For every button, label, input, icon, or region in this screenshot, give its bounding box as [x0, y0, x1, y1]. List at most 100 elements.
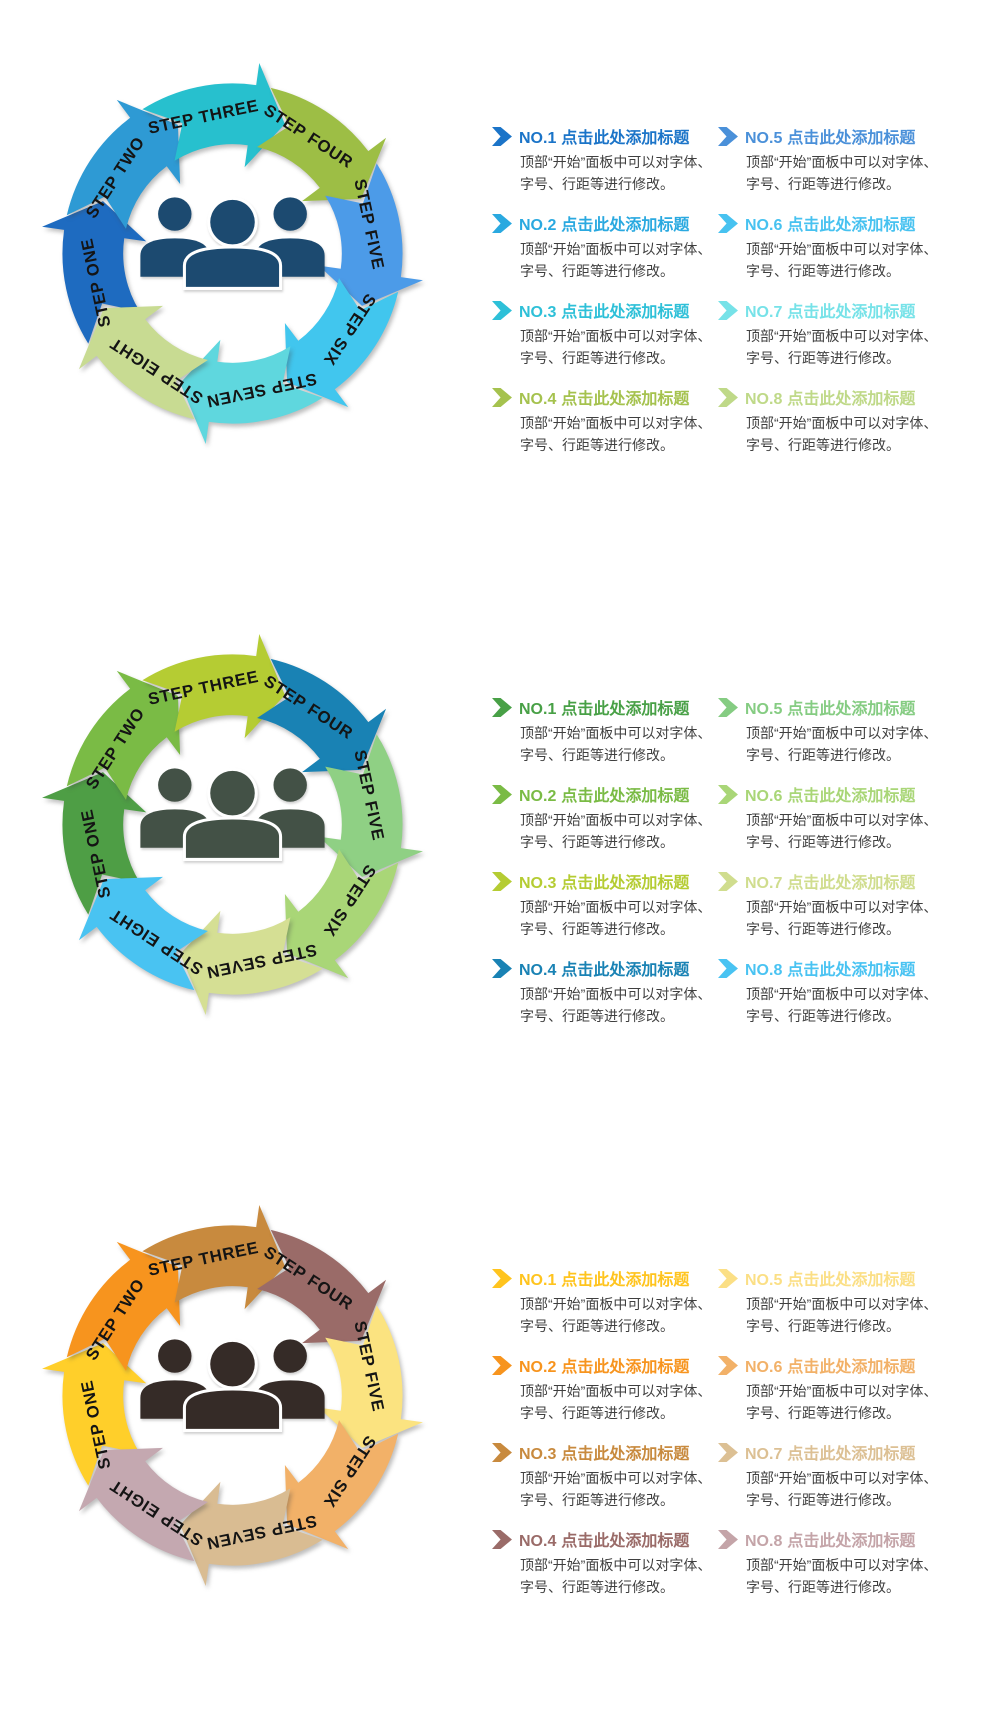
item-number[interactable]: NO.1	[519, 1272, 557, 1289]
item-body-line2[interactable]: 字号、行距等进行修改。	[520, 176, 674, 192]
item-body-line1[interactable]: 顶部“开始”面板中可以对字体、	[746, 415, 938, 431]
item-title-text[interactable]: 点击此处添加标题	[787, 1446, 916, 1463]
item-body[interactable]: 顶部“开始”面板中可以对字体、字号、行距等进行修改。	[746, 809, 944, 853]
item-title-text[interactable]: 点击此处添加标题	[787, 701, 916, 718]
item-body[interactable]: 顶部“开始”面板中可以对字体、字号、行距等进行修改。	[520, 1380, 718, 1424]
item-body-line2[interactable]: 字号、行距等进行修改。	[520, 1405, 674, 1421]
item-title-text[interactable]: 点击此处添加标题	[561, 701, 690, 718]
item-body-line1[interactable]: 顶部“开始”面板中可以对字体、	[520, 725, 712, 741]
item-title-text[interactable]: 点击此处添加标题	[561, 875, 690, 892]
item-number[interactable]: NO.8	[745, 1533, 783, 1550]
item-body-line2[interactable]: 字号、行距等进行修改。	[520, 437, 674, 453]
item-body-line2[interactable]: 字号、行距等进行修改。	[520, 921, 674, 937]
item-body-line2[interactable]: 字号、行距等进行修改。	[520, 834, 674, 850]
item-title-text[interactable]: 点击此处添加标题	[561, 130, 690, 147]
item-body[interactable]: 顶部“开始”面板中可以对字体、字号、行距等进行修改。	[520, 412, 718, 456]
item-body-line2[interactable]: 字号、行距等进行修改。	[520, 263, 674, 279]
item-body-line2[interactable]: 字号、行距等进行修改。	[746, 747, 900, 763]
item-title-text[interactable]: 点击此处添加标题	[561, 217, 690, 234]
item-number[interactable]: NO.4	[519, 391, 557, 408]
item-number[interactable]: NO.7	[745, 304, 783, 321]
item-body-line1[interactable]: 顶部“开始”面板中可以对字体、	[746, 986, 938, 1002]
item-body[interactable]: 顶部“开始”面板中可以对字体、字号、行距等进行修改。	[746, 1293, 944, 1337]
item-body-line1[interactable]: 顶部“开始”面板中可以对字体、	[746, 1383, 938, 1399]
item-body[interactable]: 顶部“开始”面板中可以对字体、字号、行距等进行修改。	[520, 722, 718, 766]
item-body[interactable]: 顶部“开始”面板中可以对字体、字号、行距等进行修改。	[746, 983, 944, 1027]
item-body-line2[interactable]: 字号、行距等进行修改。	[746, 921, 900, 937]
item-title-text[interactable]: 点击此处添加标题	[787, 875, 916, 892]
item-body-line2[interactable]: 字号、行距等进行修改。	[746, 1492, 900, 1508]
item-number[interactable]: NO.2	[519, 1359, 557, 1376]
item-number[interactable]: NO.5	[745, 1272, 783, 1289]
item-body[interactable]: 顶部“开始”面板中可以对字体、字号、行距等进行修改。	[746, 722, 944, 766]
item-body[interactable]: 顶部“开始”面板中可以对字体、字号、行距等进行修改。	[746, 1380, 944, 1424]
item-title-text[interactable]: 点击此处添加标题	[561, 1533, 690, 1550]
item-body[interactable]: 顶部“开始”面板中可以对字体、字号、行距等进行修改。	[746, 896, 944, 940]
item-body-line2[interactable]: 字号、行距等进行修改。	[746, 834, 900, 850]
item-title-text[interactable]: 点击此处添加标题	[561, 1272, 690, 1289]
item-title-text[interactable]: 点击此处添加标题	[787, 962, 916, 979]
item-body-line1[interactable]: 顶部“开始”面板中可以对字体、	[520, 1557, 712, 1573]
item-title-text[interactable]: 点击此处添加标题	[561, 1359, 690, 1376]
item-number[interactable]: NO.5	[745, 130, 783, 147]
item-body[interactable]: 顶部“开始”面板中可以对字体、字号、行距等进行修改。	[520, 325, 718, 369]
item-body-line2[interactable]: 字号、行距等进行修改。	[520, 1318, 674, 1334]
item-title-text[interactable]: 点击此处添加标题	[561, 962, 690, 979]
item-number[interactable]: NO.4	[519, 962, 557, 979]
item-body-line1[interactable]: 顶部“开始”面板中可以对字体、	[746, 154, 938, 170]
item-number[interactable]: NO.6	[745, 788, 783, 805]
item-body[interactable]: 顶部“开始”面板中可以对字体、字号、行距等进行修改。	[746, 151, 944, 195]
item-body-line1[interactable]: 顶部“开始”面板中可以对字体、	[520, 1296, 712, 1312]
item-number[interactable]: NO.7	[745, 1446, 783, 1463]
item-title-text[interactable]: 点击此处添加标题	[787, 788, 916, 805]
item-body-line1[interactable]: 顶部“开始”面板中可以对字体、	[520, 1470, 712, 1486]
item-title-text[interactable]: 点击此处添加标题	[561, 1446, 690, 1463]
item-number[interactable]: NO.8	[745, 962, 783, 979]
item-body-line1[interactable]: 顶部“开始”面板中可以对字体、	[746, 899, 938, 915]
item-number[interactable]: NO.1	[519, 701, 557, 718]
item-body-line2[interactable]: 字号、行距等进行修改。	[746, 350, 900, 366]
item-title-text[interactable]: 点击此处添加标题	[787, 130, 916, 147]
item-number[interactable]: NO.2	[519, 217, 557, 234]
item-body-line1[interactable]: 顶部“开始”面板中可以对字体、	[746, 241, 938, 257]
item-number[interactable]: NO.2	[519, 788, 557, 805]
item-number[interactable]: NO.3	[519, 304, 557, 321]
item-title-text[interactable]: 点击此处添加标题	[787, 217, 916, 234]
item-body-line2[interactable]: 字号、行距等进行修改。	[746, 1008, 900, 1024]
item-body[interactable]: 顶部“开始”面板中可以对字体、字号、行距等进行修改。	[520, 983, 718, 1027]
item-body-line2[interactable]: 字号、行距等进行修改。	[746, 1579, 900, 1595]
item-body-line1[interactable]: 顶部“开始”面板中可以对字体、	[520, 328, 712, 344]
item-number[interactable]: NO.7	[745, 875, 783, 892]
item-title-text[interactable]: 点击此处添加标题	[561, 788, 690, 805]
item-body-line1[interactable]: 顶部“开始”面板中可以对字体、	[746, 1470, 938, 1486]
item-number[interactable]: NO.4	[519, 1533, 557, 1550]
item-number[interactable]: NO.5	[745, 701, 783, 718]
item-title-text[interactable]: 点击此处添加标题	[561, 304, 690, 321]
item-body[interactable]: 顶部“开始”面板中可以对字体、字号、行距等进行修改。	[520, 1554, 718, 1598]
item-body[interactable]: 顶部“开始”面板中可以对字体、字号、行距等进行修改。	[520, 809, 718, 853]
item-title-text[interactable]: 点击此处添加标题	[787, 304, 916, 321]
item-body-line1[interactable]: 顶部“开始”面板中可以对字体、	[520, 241, 712, 257]
item-body-line2[interactable]: 字号、行距等进行修改。	[520, 747, 674, 763]
item-title-text[interactable]: 点击此处添加标题	[787, 391, 916, 408]
item-body-line1[interactable]: 顶部“开始”面板中可以对字体、	[746, 328, 938, 344]
item-body-line2[interactable]: 字号、行距等进行修改。	[746, 176, 900, 192]
item-number[interactable]: NO.3	[519, 875, 557, 892]
item-body-line2[interactable]: 字号、行距等进行修改。	[746, 263, 900, 279]
